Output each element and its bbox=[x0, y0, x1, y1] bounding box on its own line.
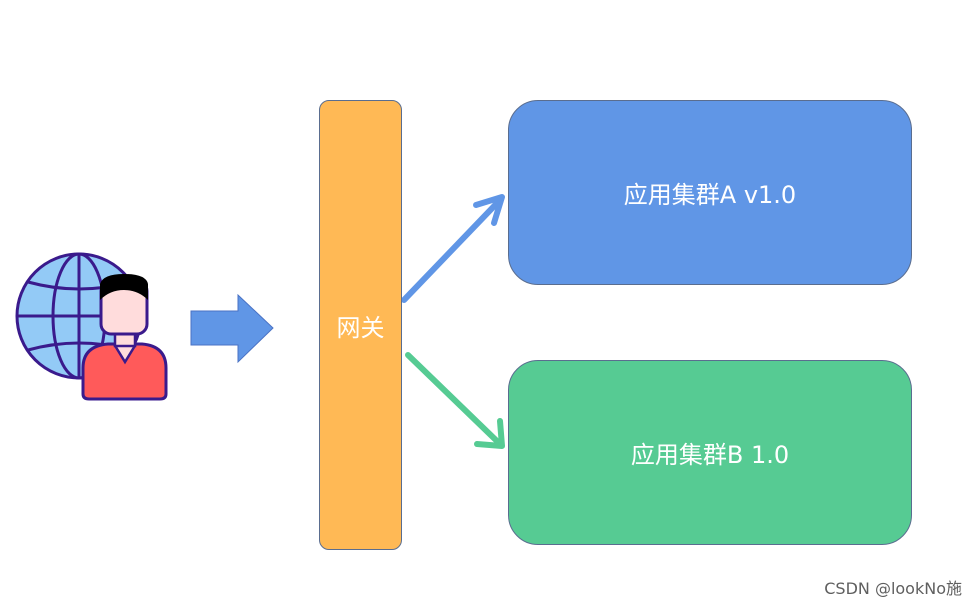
globe-user-icon bbox=[15, 252, 168, 401]
cluster-b-label: 应用集群B 1.0 bbox=[630, 441, 790, 469]
cluster-a-label: 应用集群A v1.0 bbox=[623, 181, 797, 209]
entry-arrow bbox=[190, 293, 274, 364]
cluster-b-box: 应用集群B 1.0 bbox=[508, 360, 912, 545]
arrow-to-cluster-a bbox=[401, 194, 505, 303]
arrow-to-cluster-b bbox=[405, 352, 505, 449]
user-icon bbox=[81, 274, 168, 401]
cluster-a-box: 应用集群A v1.0 bbox=[508, 100, 912, 285]
watermark: CSDN @lookNo施 bbox=[824, 579, 962, 598]
gateway-box: 网关 bbox=[319, 100, 402, 550]
gateway-label: 网关 bbox=[336, 313, 385, 342]
